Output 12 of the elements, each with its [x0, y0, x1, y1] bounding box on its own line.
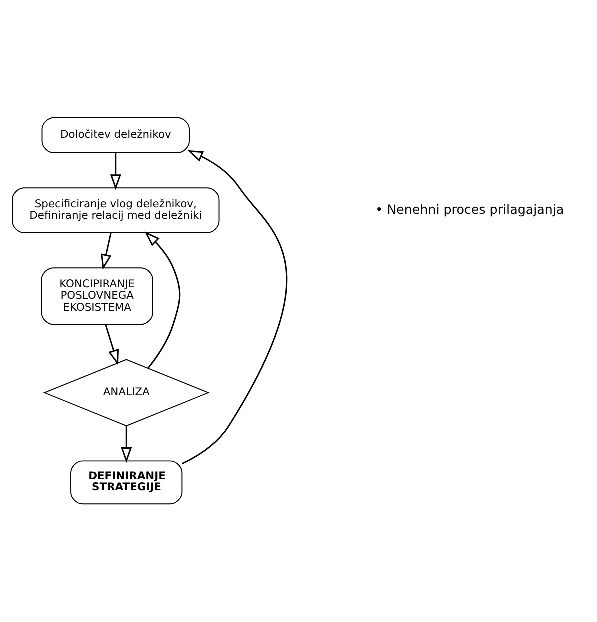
node-box: Specificiranje vlog deležnikov, Definiranje relacij med deležniki	[12, 188, 220, 234]
arrow	[121, 426, 132, 464]
arrow	[105, 324, 120, 366]
arrow	[110, 153, 122, 190]
arrow	[144, 232, 181, 369]
arrow	[100, 232, 112, 270]
node-box: DEFINIRANJE STRATEGIJE	[70, 460, 183, 505]
label: • Nenehni proces prilagajanja	[376, 202, 564, 217]
node-box: Določitev deležnikov	[42, 117, 190, 154]
node-diamond: ANALIZA	[43, 359, 210, 427]
arrow	[182, 150, 288, 465]
node-box: KONCIPIRANJE POSLOVNEGA EKOSISTEMA	[41, 268, 154, 326]
